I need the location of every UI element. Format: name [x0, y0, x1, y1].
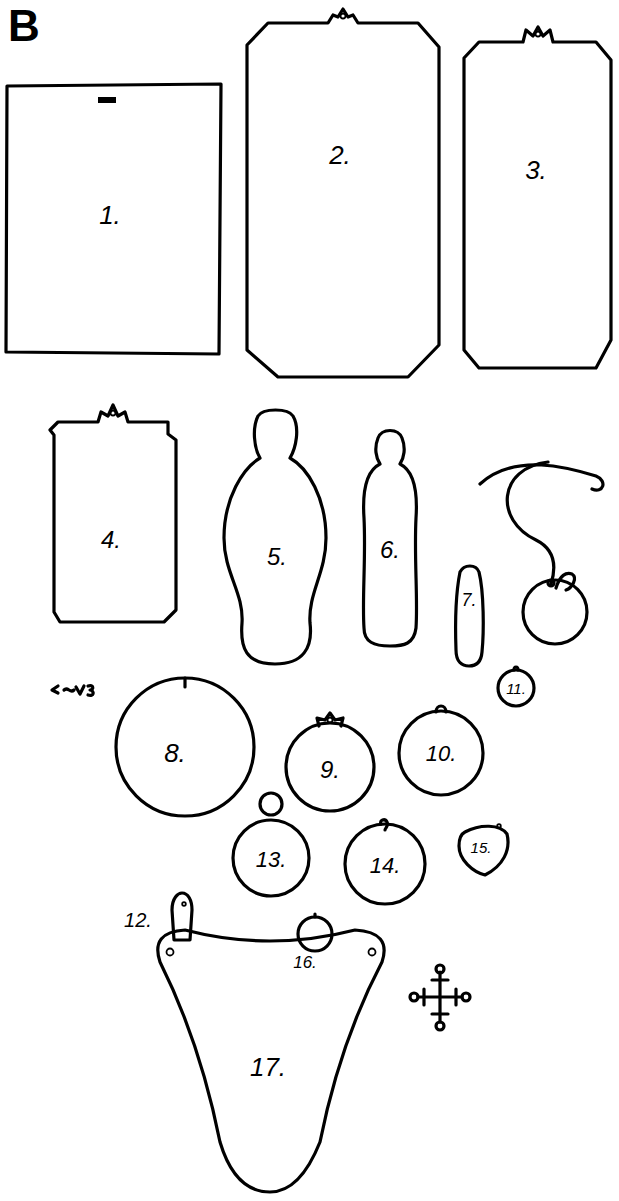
callout-number: 15. — [471, 840, 492, 855]
callout-number: 16. — [293, 954, 317, 971]
callout-number: 10. — [426, 743, 457, 765]
outline-stroke — [224, 410, 326, 664]
outline-stroke — [459, 826, 508, 875]
outline-stroke — [341, 14, 346, 19]
outline-shape — [218, 408, 333, 668]
outline-stroke — [116, 678, 254, 816]
pendant-ring — [548, 580, 554, 586]
amulet-outline: 8. — [113, 673, 257, 817]
outline-stroke — [456, 566, 484, 666]
outline-stroke — [6, 84, 221, 354]
outline-stroke — [369, 949, 376, 956]
outline-stroke — [167, 949, 174, 956]
outline-stroke — [345, 824, 425, 904]
amulet-outline: 7. — [450, 562, 488, 668]
callout-number: 11. — [506, 681, 526, 696]
cross-end — [436, 965, 444, 973]
outline-shape — [243, 5, 443, 381]
callout-number: 14. — [370, 855, 401, 877]
outline-shape — [450, 562, 488, 668]
amulet-outline: 6. — [356, 428, 424, 648]
cross-end — [410, 993, 418, 1001]
callout-number: 13. — [256, 849, 287, 871]
round-pendant — [523, 580, 587, 644]
pendant-chain — [480, 465, 603, 490]
outline-stroke — [50, 405, 176, 622]
callout-number: 8. — [164, 740, 186, 766]
cross-end — [436, 1022, 444, 1030]
outline-stroke — [363, 431, 416, 647]
amulet-outline: 9. — [283, 712, 377, 812]
callout-number: 6. — [380, 538, 400, 562]
amulet-outline: 2. — [243, 5, 443, 381]
outline-stroke — [317, 713, 343, 726]
outline-shape — [46, 400, 181, 628]
amulet-outline: 11. — [496, 664, 536, 708]
outline-stroke — [464, 27, 611, 368]
amulet-outline: 13. — [230, 790, 312, 900]
outline-stroke — [183, 678, 186, 687]
callout-number: 7. — [461, 591, 476, 609]
outline-shape — [230, 790, 312, 900]
outline-stroke — [381, 820, 388, 830]
scribble — [52, 686, 93, 696]
amulet-outline: 5. — [218, 408, 333, 668]
callout-number: 3. — [525, 157, 547, 183]
outline-stroke — [298, 917, 332, 951]
outline-stroke — [328, 718, 333, 723]
amulet-outline: 1. — [3, 82, 225, 358]
outline-stroke — [182, 902, 186, 906]
outline-stroke — [497, 824, 501, 828]
outline-stroke — [313, 914, 316, 917]
outline-stroke — [286, 723, 374, 811]
outline-stroke — [436, 706, 446, 712]
callout-number: 9. — [320, 758, 340, 782]
outline-stroke — [247, 9, 439, 377]
outline-stroke — [233, 820, 309, 896]
amulet-outline: 16. — [285, 912, 339, 976]
pendant-chain — [507, 462, 554, 584]
outline-stroke — [399, 711, 483, 795]
amulet-outline: 4. — [46, 400, 181, 628]
callout-number: 4. — [101, 528, 121, 552]
amulet-outline: 15. — [455, 820, 511, 878]
outline-stroke — [260, 793, 282, 815]
outline-stroke — [498, 670, 534, 706]
panel-letter: B — [8, 4, 40, 48]
amulet-outline: 3. — [461, 20, 614, 373]
amulet-outline: 14. — [343, 818, 428, 906]
amulet-outline: 17. — [140, 922, 402, 1197]
outline-stroke — [111, 411, 116, 416]
outline-stroke — [158, 930, 384, 1192]
callout-number: 1. — [99, 202, 121, 228]
callout-number: 17. — [250, 1054, 286, 1080]
cross-ornament — [424, 980, 456, 1014]
outline-stroke — [98, 97, 116, 103]
cross-end — [462, 993, 470, 1001]
callout-number: 5. — [267, 545, 287, 569]
outline-shape — [108, 890, 198, 946]
amulet-outline: 10. — [396, 704, 486, 796]
callout-number: 2. — [329, 142, 351, 168]
outline-shape — [461, 20, 614, 373]
outline-stroke — [514, 667, 518, 670]
outline-stroke — [536, 32, 541, 37]
amulet-outline: 12. — [108, 890, 198, 946]
callout-number: 12. — [124, 910, 152, 930]
cross-pendant — [418, 972, 462, 1022]
